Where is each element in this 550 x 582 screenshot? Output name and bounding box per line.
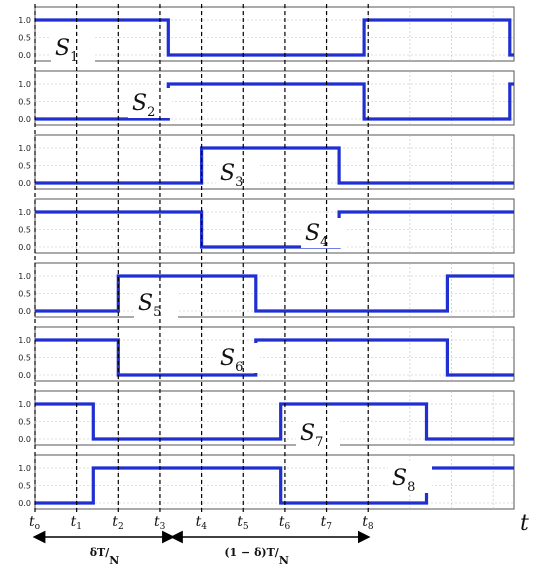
panel-frame — [34, 262, 515, 318]
y-tick-label: 1.0 — [18, 16, 31, 25]
waveform-s1 — [35, 18, 514, 57]
panel-frame — [34, 6, 515, 62]
panel-s5: 1.0 0.5 0.0 S5 — [18, 262, 515, 320]
y-tick-label: 0.0 — [18, 179, 31, 188]
panel-frame — [34, 326, 515, 382]
y-tick-label: 0.0 — [18, 51, 31, 60]
panel-s7: 1.0 0.5 0.0 S7 — [18, 390, 515, 450]
series-label-s3: S3 — [220, 161, 243, 190]
time-label: t6 — [279, 514, 291, 532]
y-tick-label: 0.0 — [18, 115, 31, 124]
series-label-s2: S2 — [132, 91, 155, 120]
panel-s3: 1.0 0.5 0.0 S3 — [18, 134, 515, 190]
panel-frame — [34, 198, 515, 254]
label-backdrop — [388, 463, 432, 493]
series-label-s7: S7 — [300, 421, 323, 450]
time-label: t2 — [112, 514, 123, 532]
interval-annotations: δT/N (1 − δ)T/N — [32, 530, 371, 567]
y-tick-label: 1.0 — [18, 144, 31, 153]
y-tick-label: 0.0 — [18, 243, 31, 252]
y-tick-label: 0.5 — [18, 162, 31, 171]
time-label: t4 — [196, 514, 208, 532]
series-label-s4: S4 — [305, 221, 328, 250]
time-markers — [34, 4, 369, 512]
series-label-s5: S5 — [138, 291, 161, 320]
label-backdrop — [134, 288, 178, 318]
y-tick-label: 0.0 — [18, 499, 31, 508]
y-tick-label: 0.5 — [18, 290, 31, 299]
time-label: t1 — [71, 514, 82, 532]
y-tick-label: 0.5 — [18, 354, 31, 363]
y-tick-label: 0.0 — [18, 307, 31, 316]
y-tick-label: 0.5 — [18, 34, 31, 43]
panel-frame — [34, 134, 515, 190]
y-tick-label: 0.5 — [18, 418, 31, 427]
panel-s8: 1.0 0.5 0.0 S8 — [18, 454, 515, 510]
time-label: to — [29, 514, 40, 532]
y-tick-label: 1.0 — [18, 400, 31, 409]
series-label-s8: S8 — [392, 466, 415, 495]
time-label: t5 — [237, 514, 249, 532]
panel-frame — [34, 70, 515, 126]
panel-s2: 1.0 0.5 0.0 S2 — [18, 70, 515, 126]
time-label: t3 — [154, 514, 166, 532]
label-backdrop — [216, 158, 260, 188]
panel-frame — [34, 390, 515, 446]
t-axis-label: t — [520, 511, 529, 536]
y-tick-label: 0.0 — [18, 435, 31, 444]
y-tick-label: 1.0 — [18, 464, 31, 473]
label-backdrop — [301, 218, 345, 248]
label-backdrop — [128, 88, 172, 118]
time-label: t7 — [321, 514, 333, 532]
interval-label: (1 − δ)T/N — [224, 546, 289, 567]
y-tick-label: 0.5 — [18, 98, 31, 107]
t-axis-label-group: t — [520, 511, 529, 536]
interval-label: δT/N — [90, 546, 120, 567]
panel-frame — [34, 454, 515, 510]
panel-s1: 1.0 0.5 0.0 S1 — [18, 6, 515, 65]
label-backdrop — [296, 418, 340, 448]
time-tick-labels: to t1 t2 t3 t4 t5 t6 t7 t8 — [29, 514, 374, 532]
y-tick-label: 1.0 — [18, 272, 31, 281]
series-label-s1: S1 — [55, 36, 78, 65]
label-backdrop — [216, 343, 260, 373]
waveform-s7 — [35, 402, 514, 441]
y-tick-label: 0.5 — [18, 226, 31, 235]
y-tick-label: 0.5 — [18, 482, 31, 491]
time-label: t8 — [362, 514, 374, 532]
y-tick-label: 1.0 — [18, 336, 31, 345]
waveform-s4 — [35, 210, 514, 249]
panel-s6: 1.0 0.5 0.0 S6 — [18, 326, 515, 382]
y-tick-label: 0.0 — [18, 371, 31, 380]
y-tick-label: 1.0 — [18, 208, 31, 217]
series-label-s6: S6 — [220, 346, 243, 375]
label-backdrop — [51, 33, 95, 63]
panel-s4: 1.0 0.5 0.0 S4 — [18, 198, 515, 254]
y-tick-label: 1.0 — [18, 80, 31, 89]
